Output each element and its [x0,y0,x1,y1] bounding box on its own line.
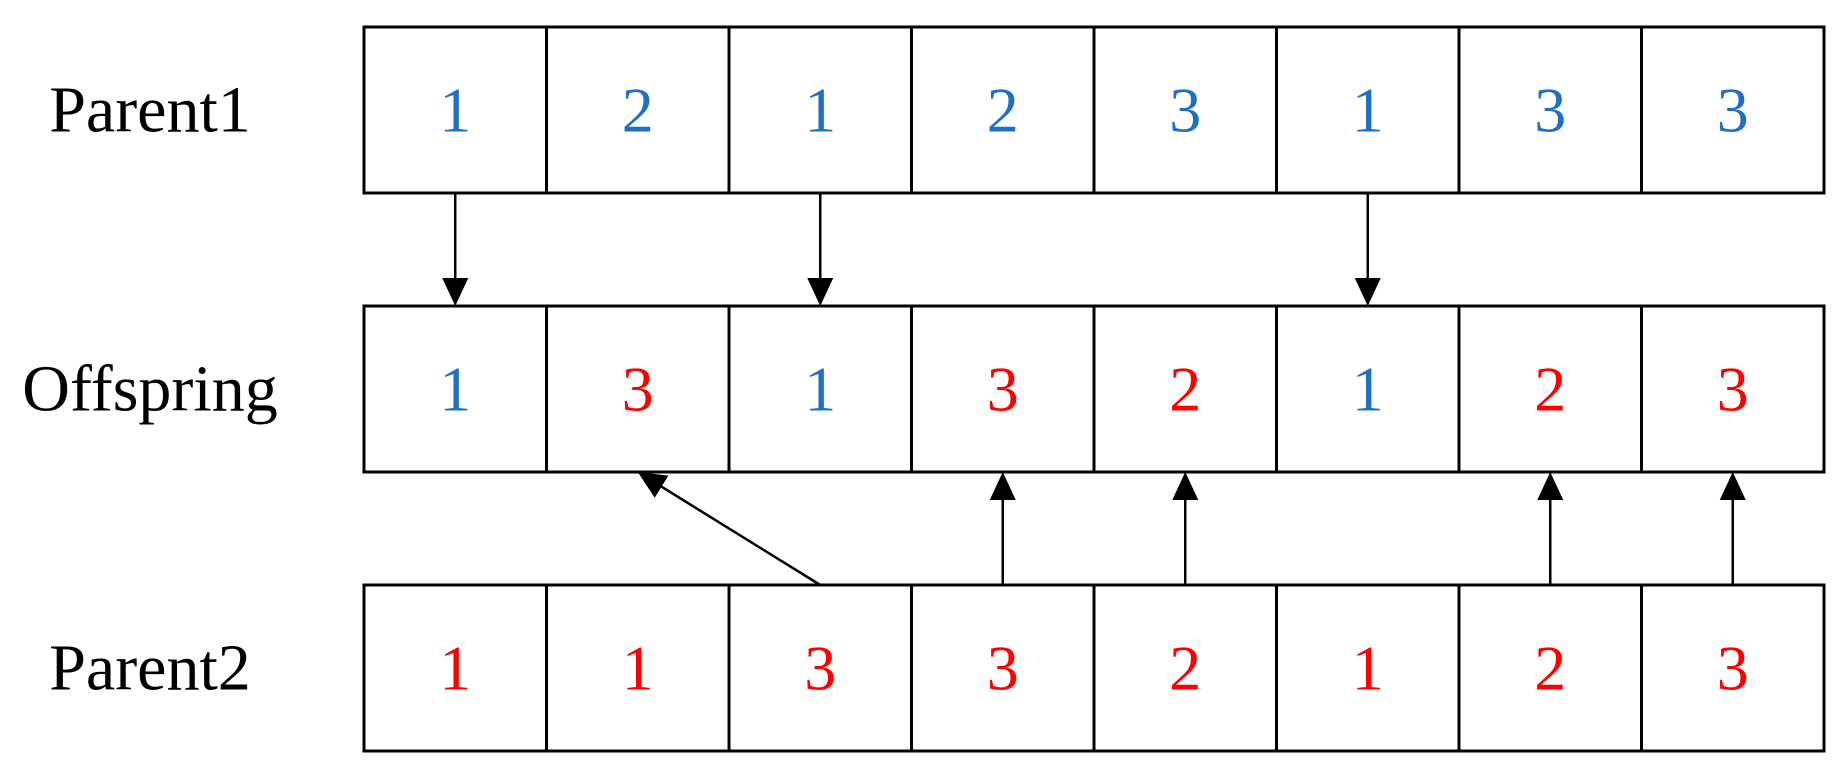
gene-cell-border [545,304,731,474]
gene-cell-border [1640,304,1826,474]
gene-cell-border [362,583,548,753]
gene-value: 3 [1169,75,1201,146]
gene-value: 1 [439,633,471,704]
parent2-label: Parent2 [49,632,251,705]
gene-cell-border [727,583,913,753]
arrow-head [637,472,669,498]
parent1-gene-cell: 3 [1092,25,1278,195]
parent1-to-offspring-arrow [807,193,834,306]
offspring-gene-cell: 3 [1640,304,1826,474]
parent1-gene-cell: 3 [1457,25,1643,195]
gene-value: 3 [1717,354,1749,425]
offspring-gene-cell: 1 [362,304,548,474]
parent2-to-offspring-arrow [1537,472,1564,585]
gene-cell-border [910,304,1096,474]
offspring-gene-cell: 3 [545,304,731,474]
gene-cell-border [545,583,731,753]
gene-cell-border [362,25,548,195]
parent2-to-offspring-arrow [989,472,1016,585]
parent1-chromosome: 1 2 1 2 3 1 3 3 [362,25,1826,195]
gene-value: 3 [1717,633,1749,704]
arrow-head [442,278,469,306]
gene-cell-border [1275,25,1461,195]
parent2-gene-cell: 3 [727,583,913,753]
parent1-gene-cell: 3 [1640,25,1826,195]
arrow-head [1354,278,1381,306]
gene-cell-border [1092,25,1278,195]
gene-value: 3 [987,354,1019,425]
parent2-gene-cell: 2 [1092,583,1278,753]
gene-value: 3 [987,633,1019,704]
offspring-gene-cell: 1 [1275,304,1461,474]
gene-value: 1 [1352,633,1384,704]
gene-cell-border [910,583,1096,753]
gene-cell-border [1640,583,1826,753]
gene-cell-border [1457,583,1643,753]
gene-value: 2 [1169,633,1201,704]
parent2-gene-cell: 1 [545,583,731,753]
arrow-head [807,278,834,306]
parent1-gene-cell: 1 [727,25,913,195]
offspring-gene-cell: 2 [1457,304,1643,474]
offspring-gene-cell: 2 [1092,304,1278,474]
parent1-gene-cell: 1 [362,25,548,195]
parent2-gene-cell: 3 [1640,583,1826,753]
gene-value: 3 [1534,75,1566,146]
offspring-chromosome: 1 3 1 3 2 1 2 3 [362,304,1826,474]
gene-value: 1 [1352,75,1384,146]
gene-value: 3 [1717,75,1749,146]
parent1-gene-cell: 1 [1275,25,1461,195]
parent1-to-offspring-arrow [442,193,469,306]
parent1-gene-cell: 2 [545,25,731,195]
arrow-head [1719,472,1746,500]
arrow-head [1172,472,1199,500]
offspring-gene-cell: 3 [910,304,1096,474]
gene-cell-border [362,304,548,474]
arrow-head [989,472,1016,500]
gene-value: 3 [622,354,654,425]
parent2-gene-cell: 1 [1275,583,1461,753]
gene-cell-border [1457,25,1643,195]
gene-value: 2 [622,75,654,146]
gene-value: 1 [439,75,471,146]
gene-value: 1 [1352,354,1384,425]
parent2-gene-cell: 3 [910,583,1096,753]
gene-cell-border [1092,583,1278,753]
gene-value: 2 [1169,354,1201,425]
parent1-gene-cell: 2 [910,25,1096,195]
parent2-gene-cell: 2 [1457,583,1643,753]
gene-value: 3 [804,633,836,704]
parent2-gene-cell: 1 [362,583,548,753]
parent2-to-offspring-arrow [1172,472,1199,585]
inheritance-arrows [442,193,1746,587]
gene-rows: 1 2 1 2 3 1 3 3 1 3 1 3 2 1 2 3 1 1 3 3 2 1 2 3 [362,25,1826,753]
offspring-gene-cell: 1 [727,304,913,474]
parent2-to-offspring-arrow [637,472,821,587]
arrow-head [1537,472,1564,500]
gene-value: 1 [804,75,836,146]
parent1-label: Parent1 [49,74,251,147]
gene-value: 2 [987,75,1019,146]
arrow-shaft [660,485,821,587]
offspring-label: Offspring [22,353,277,426]
gene-cell-border [1275,583,1461,753]
parent2-chromosome: 1 1 3 3 2 1 2 3 [362,583,1826,753]
parent1-to-offspring-arrow [1354,193,1381,306]
gene-cell-border [545,25,731,195]
gene-value: 2 [1534,633,1566,704]
gene-value: 1 [439,354,471,425]
parent2-to-offspring-arrow [1719,472,1746,585]
gene-cell-border [727,25,913,195]
gene-cell-border [1640,25,1826,195]
gene-value: 1 [804,354,836,425]
gene-value: 1 [622,633,654,704]
gene-value: 2 [1534,354,1566,425]
